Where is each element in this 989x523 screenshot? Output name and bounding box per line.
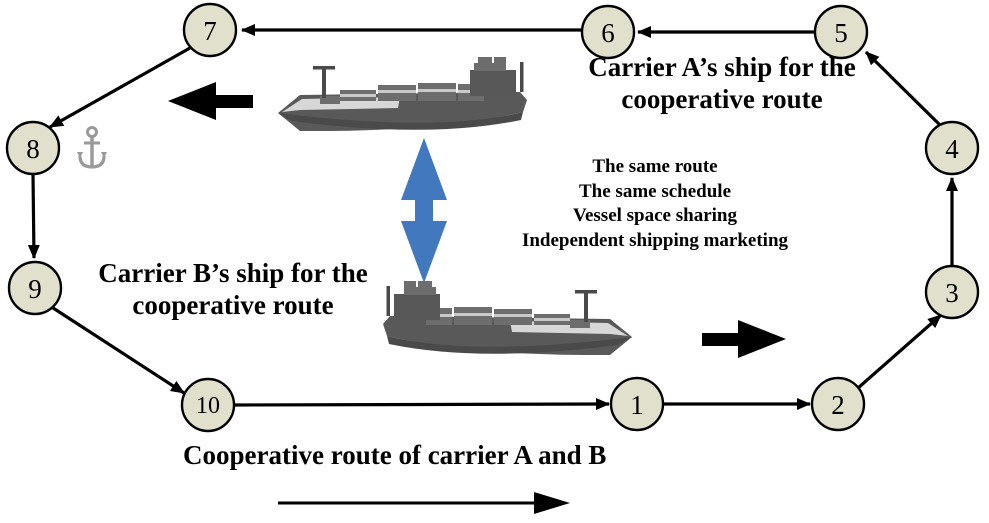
node-3[interactable]: 3: [924, 264, 980, 320]
node-2[interactable]: 2: [810, 376, 866, 432]
node-8[interactable]: 8: [5, 120, 61, 176]
node-8-label: 8: [26, 134, 40, 164]
edge-4-to-5: [864, 50, 943, 128]
feature-item-same-schedule: The same schedule: [579, 180, 731, 202]
node-4[interactable]: 4: [924, 120, 980, 176]
anchor-icon: [77, 126, 107, 169]
diagram-caption: Cooperative route of carrier A and B: [183, 440, 607, 470]
carrier-a-ship-label: Carrier A’s ship for the cooperative rou…: [588, 52, 856, 114]
cooperation-features-list: The same route The same schedule Vessel …: [470, 155, 840, 254]
vertical-double-arrow-icon: [401, 138, 447, 283]
node-10[interactable]: 10: [180, 377, 236, 433]
node-6-label: 6: [601, 18, 615, 48]
node-9-label: 9: [28, 274, 42, 304]
edge-9-to-10: [49, 304, 185, 395]
edge-layer: [27, 24, 958, 411]
carrier-b-ship-label: Carrier B’s ship for the cooperative rou…: [98, 258, 368, 320]
edge-7-to-8: [49, 46, 191, 129]
westbound-direction-arrow-icon: [168, 82, 253, 120]
node-1[interactable]: 1: [609, 376, 665, 432]
node-1-label: 1: [630, 390, 644, 420]
node-5-label: 5: [834, 18, 848, 48]
edge-10-to-1: [233, 398, 610, 411]
node-7[interactable]: 7: [182, 2, 238, 58]
eastbound-direction-arrow-icon: [702, 320, 786, 358]
node-6[interactable]: 6: [580, 4, 636, 60]
feature-item-independent-mktg: Independent shipping marketing: [521, 230, 789, 252]
feature-item-vessel-sharing: Vessel space sharing: [573, 205, 737, 227]
edge-2-to-3: [856, 313, 943, 390]
node-7-label: 7: [203, 16, 217, 46]
node-10-label: 10: [196, 393, 220, 419]
legend-direction-arrow-icon: [278, 492, 570, 514]
node-2-label: 2: [831, 390, 845, 420]
node-9[interactable]: 9: [7, 260, 63, 316]
node-4-label: 4: [945, 134, 959, 164]
edge-8-to-9: [27, 173, 40, 259]
cargo-ship-eastbound-icon: [383, 281, 632, 356]
node-layer: 1 2 3 4 5 6 7: [5, 2, 980, 433]
feature-item-same-route: The same route: [592, 156, 718, 177]
cargo-ship-westbound-icon: [278, 57, 527, 132]
node-5[interactable]: 5: [813, 4, 869, 60]
node-3-label: 3: [945, 278, 959, 308]
